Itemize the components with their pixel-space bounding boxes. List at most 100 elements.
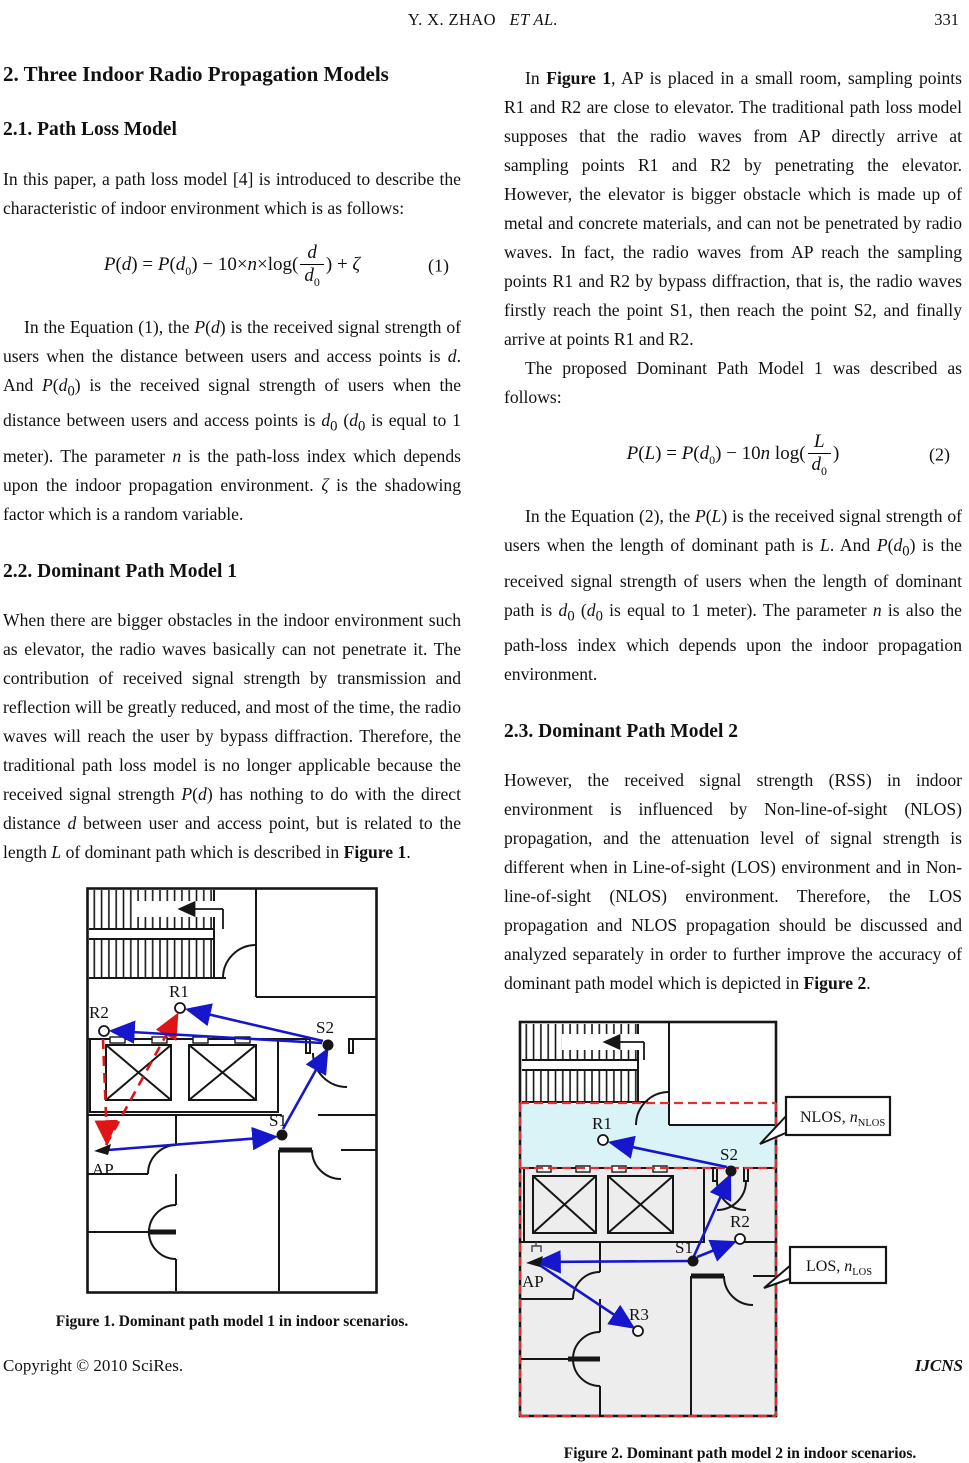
fig2-label-r1: R1 [592,1114,612,1133]
fig2-los-region [521,1169,775,1416]
fig2-point-r3 [632,1325,644,1338]
fig1-direct-path-ap-r1 [104,1012,179,1146]
paragraph-1: In this paper, a path loss model [4] is … [3,168,461,218]
page-header: Y. X. ZHAO ET AL. 331 [3,10,963,44]
running-title: Y. X. ZHAO ET AL. [3,10,963,30]
fig2-label-s2: S2 [720,1145,738,1164]
fig2-double-door-arc [572,1331,601,1388]
journal-abbreviation: IJCNS [914,1356,963,1375]
paper-page: Y. X. ZHAO ET AL. 331 2. Three Indoor Ra… [3,10,963,1462]
fig1-label-s1: S1 [269,1111,287,1130]
equation-1-number: (1) [428,255,449,276]
fig2-points: R1 S2 R2 S1 R3 AP [522,1114,750,1338]
section-title: 2. Three Indoor Radio Propagation Models [3,62,389,86]
fig2-label-ap: AP [522,1272,544,1291]
page-footer: Copyright © 2010 SciRes. IJCNS [3,1356,963,1376]
copyright-notice: Copyright © 2010 SciRes. [3,1356,184,1375]
fig2-point-s1 [687,1255,699,1267]
fig1-path-s1-s2 [281,1047,329,1130]
left-column: 2. Three Indoor Radio Propagation Models… [3,52,461,1463]
fig2-path-s1-s2 [692,1173,732,1257]
fig2-point-r2 [734,1233,746,1246]
fig1-elevator-block [89,1036,279,1113]
fig2-path-s1-ap [534,1250,691,1274]
fig1-direct-path-r2-ap [94,1038,118,1147]
fig1-double-door-arc [148,1204,177,1260]
fig2-point-r1 [597,1134,609,1147]
fig1-label-s2: S2 [316,1018,334,1037]
fig1-point-r1 [174,1002,186,1014]
fig1-points: R1 R2 S2 S1 AP [89,982,334,1179]
fig2-los-text: LOS, [806,1258,844,1275]
fig2-label-s1: S1 [675,1238,693,1257]
fig2-corridor-door-arc-left [716,1181,747,1212]
fig2-nlos-callout: NLOS, nNLOS [759,1096,892,1146]
fig1-top-right-room [222,889,376,998]
equation-2-number: (2) [929,444,950,465]
fig1-corridor-door-arc [312,1052,348,1088]
fig2-path-s2-r1 [607,1136,728,1169]
fig2-room-door-arc [635,1091,670,1126]
subsection-2-3-title: 2.3. Dominant Path Model 2 [504,721,738,743]
figure-1-floorplan: R1 R2 S2 S1 AP [86,887,378,1294]
fig2-path-ap-r3 [537,1263,636,1330]
paragraph-3: When there are bigger obstacles in the i… [3,610,462,862]
paragraph-6: In the Equation (2), the P(L) is the rec… [504,506,962,685]
running-author: Y. X. ZHAO [407,10,496,29]
fig2-los-sub: LOS [852,1267,872,1278]
fig2-nlos-callout-box [784,1096,892,1137]
paragraph-7: However, the received signal strength (R… [504,770,962,994]
fig1-dominant-path-arrows [107,1003,329,1152]
fig2-top-right-room [635,1022,775,1127]
fig1-left-door-arc [147,1144,177,1175]
fig1-path-ap-s1 [107,1126,279,1152]
two-column-body: 2. Three Indoor Radio Propagation Models… [3,52,963,1463]
fig1-direct-path-arrows [94,1012,179,1147]
subsection-2-2-title: 2.2. Dominant Path Model 1 [3,560,237,582]
figure-1-caption: Figure 1. Dominant path model 1 in indoo… [55,1313,409,1330]
fig2-ap-antenna-icon [531,1242,542,1253]
figure-2-caption: Figure 2. Dominant path model 2 in indoo… [563,1445,917,1463]
fig1-point-s2 [322,1039,334,1051]
fig2-los-callout-label: LOS, nLOS [806,1258,872,1278]
fig2-los-callout: LOS, nLOS [763,1246,888,1290]
fig1-point-r2 [98,1025,110,1037]
fig2-point-s2 [725,1165,737,1177]
fig2-nlos-sub: NLOS [858,1118,886,1129]
fig2-ap-marker [526,1256,543,1268]
figure-2: R1 S2 R2 S1 R3 AP NLOS, nNLOS [504,1014,962,1463]
fig2-staircase [522,1024,648,1104]
fig1-path-s2-r1 [184,1003,324,1043]
right-column: In Figure 1, AP is placed in a small roo… [504,52,962,1463]
fig1-right-door-arc [311,1149,342,1180]
fig1-path-s2-r2 [108,1020,323,1045]
fig2-label-r2: R2 [730,1212,750,1231]
fig2-nlos-text: NLOS, [800,1109,850,1126]
subsection-2-1-title: 2.1. Path Loss Model [3,119,177,141]
fig1-room-door-arc [222,944,257,979]
fig2-dominant-path-arrows [534,1136,737,1330]
fig1-label-r2: R2 [89,1003,109,1022]
fig2-label-r3: R3 [629,1305,649,1324]
paragraph-4: In Figure 1, AP is placed in a small roo… [504,68,962,349]
running-etal: ET AL. [509,10,559,29]
fig1-point-s1 [276,1129,288,1141]
fig2-nlos-callout-label: NLOS, nNLOS [800,1109,885,1129]
fig1-label-r1: R1 [169,982,189,1001]
fig1-staircase [89,890,228,979]
page-number: 331 [934,10,959,29]
fig2-los-callout-box [788,1246,888,1285]
fig2-nlos-var: n [850,1109,858,1126]
fig1-ap-marker [94,1144,111,1155]
figure-1: R1 R2 S2 S1 AP Figure 1. Dominant path m… [3,887,461,1331]
fig2-path-s1-r2 [696,1240,737,1263]
fig2-los-var: n [844,1258,852,1275]
fig2-right-door-arc [723,1276,754,1307]
fig1-label-ap: AP [92,1160,114,1179]
paragraph-2: In the Equation (1), the P(d) is the rec… [3,316,462,524]
paragraph-5: The proposed Dominant Path Model 1 was d… [504,358,962,407]
